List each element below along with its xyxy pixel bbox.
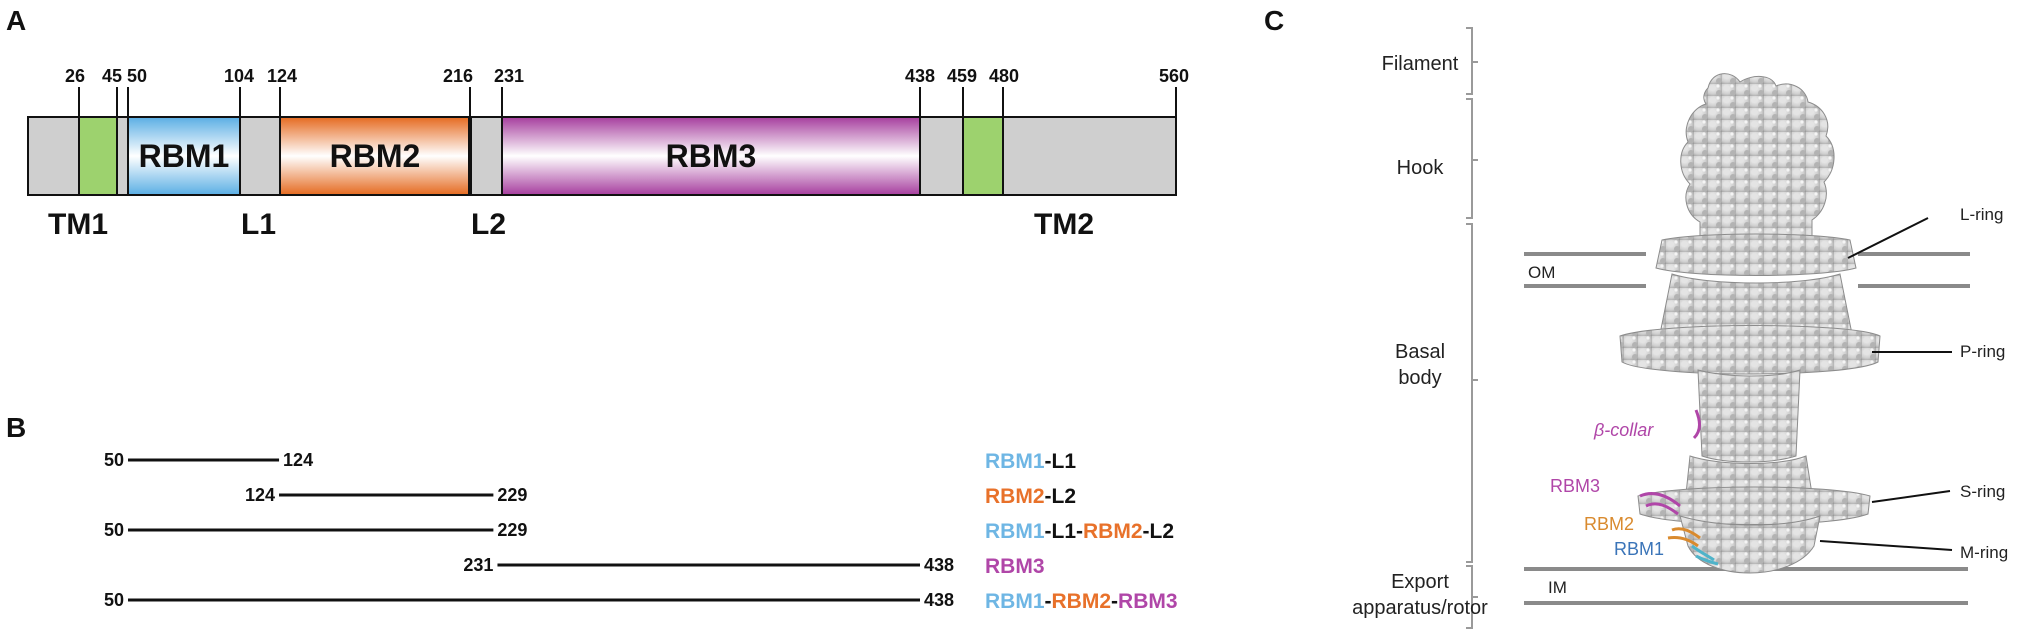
construct-name-part: -L2 [1045,485,1077,508]
construct-name-part: RBM2 [1052,590,1112,613]
beta-collar-label: β-collar [1593,420,1654,440]
panel-label-c: C [1264,5,1284,36]
position-26: 26 [65,66,85,86]
hook-label: Hook [1397,157,1445,179]
construct-end-label: 438 [924,555,954,575]
position-45: 45 [102,66,122,86]
ring-leader-lines [1819,217,1953,551]
region-brackets [1466,27,1478,629]
export-label-line1: Export [1391,571,1449,593]
rbm3-segment [501,116,921,196]
filament-label: Filament [1382,53,1459,75]
position-216: 216 [443,66,473,86]
construct-end-label: 229 [497,520,527,540]
tm2-label: TM2 [1034,208,1094,241]
position-480: 480 [989,66,1019,86]
rbm2-segment-label: RBM2 [330,138,421,174]
construct-name-part: RBM3 [985,555,1045,578]
rbm1-segment-label: RBM1 [139,138,230,174]
construct-name: RBM3 [985,555,1045,578]
position-231: 231 [494,66,524,86]
construct-start-label: 50 [104,450,124,470]
construct-name-part: RBM3 [1118,590,1178,613]
construct-name-part: RBM1 [985,450,1045,473]
construct-name-part: -L1 [1045,450,1077,473]
l2-label: L2 [471,208,506,241]
rbm3-segment-label: RBM3 [666,138,757,174]
s-ring-label: S-ring [1960,482,2005,501]
m-ring-label: M-ring [1960,543,2008,562]
rbm1-structure-label: RBM1 [1614,539,1664,559]
construct-start-label: 50 [104,520,124,540]
construct-name-part: RBM1 [985,590,1045,613]
basal-body-label-line1: Basal [1395,341,1445,363]
construct-name: RBM1-L1-RBM2-L2 [985,520,1174,543]
panel-label-b: B [6,412,26,443]
l1-label: L1 [241,208,276,241]
construct-name-part: RBM2 [1083,520,1143,543]
position-560: 560 [1159,66,1189,86]
construct-start-label: 231 [463,555,493,575]
tm1-segment [78,116,118,196]
rbm2-end-mark [468,117,472,195]
construct-end-label: 124 [283,450,313,470]
tm1-label: TM1 [48,208,108,241]
construct-start-label: 124 [245,485,275,505]
construct-name-part: - [1111,590,1118,613]
position-104: 104 [224,66,254,86]
position-438: 438 [905,66,935,86]
position-ticks [78,87,1177,117]
rbm2-structure-label: RBM2 [1584,514,1634,534]
domain-overlays [1639,409,1719,566]
construct-name-part: RBM1 [985,520,1045,543]
position-50: 50 [127,66,147,86]
position-124: 124 [267,66,297,86]
construct-name: RBM2-L2 [985,485,1076,508]
rbm2-segment [279,116,471,196]
rbm3-structure-label: RBM3 [1550,476,1600,496]
p-ring-label: P-ring [1960,342,2005,361]
construct-name: RBM1-RBM2-RBM3 [985,590,1178,613]
flagellar-motor-structure [1619,73,1881,574]
construct-name-part: -L1- [1045,520,1084,543]
construct-name-part: RBM2 [985,485,1045,508]
construct-name-part: -L2 [1143,520,1175,543]
construct-end-label: 229 [497,485,527,505]
construct-end-label: 438 [924,590,954,610]
position-459: 459 [947,66,977,86]
om-label: OM [1528,263,1555,282]
construct-start-label: 50 [104,590,124,610]
tm2-segment [962,116,1004,196]
export-label-line2: apparatus/rotor [1352,597,1488,619]
rbm1-segment [127,116,241,196]
panel-label-a: A [6,5,26,36]
basal-body-label-line2: body [1398,367,1441,389]
im-label: IM [1548,578,1567,597]
construct-name: RBM1-L1 [985,450,1076,473]
construct-name-part: - [1045,590,1052,613]
l-ring-label: L-ring [1960,205,2003,224]
